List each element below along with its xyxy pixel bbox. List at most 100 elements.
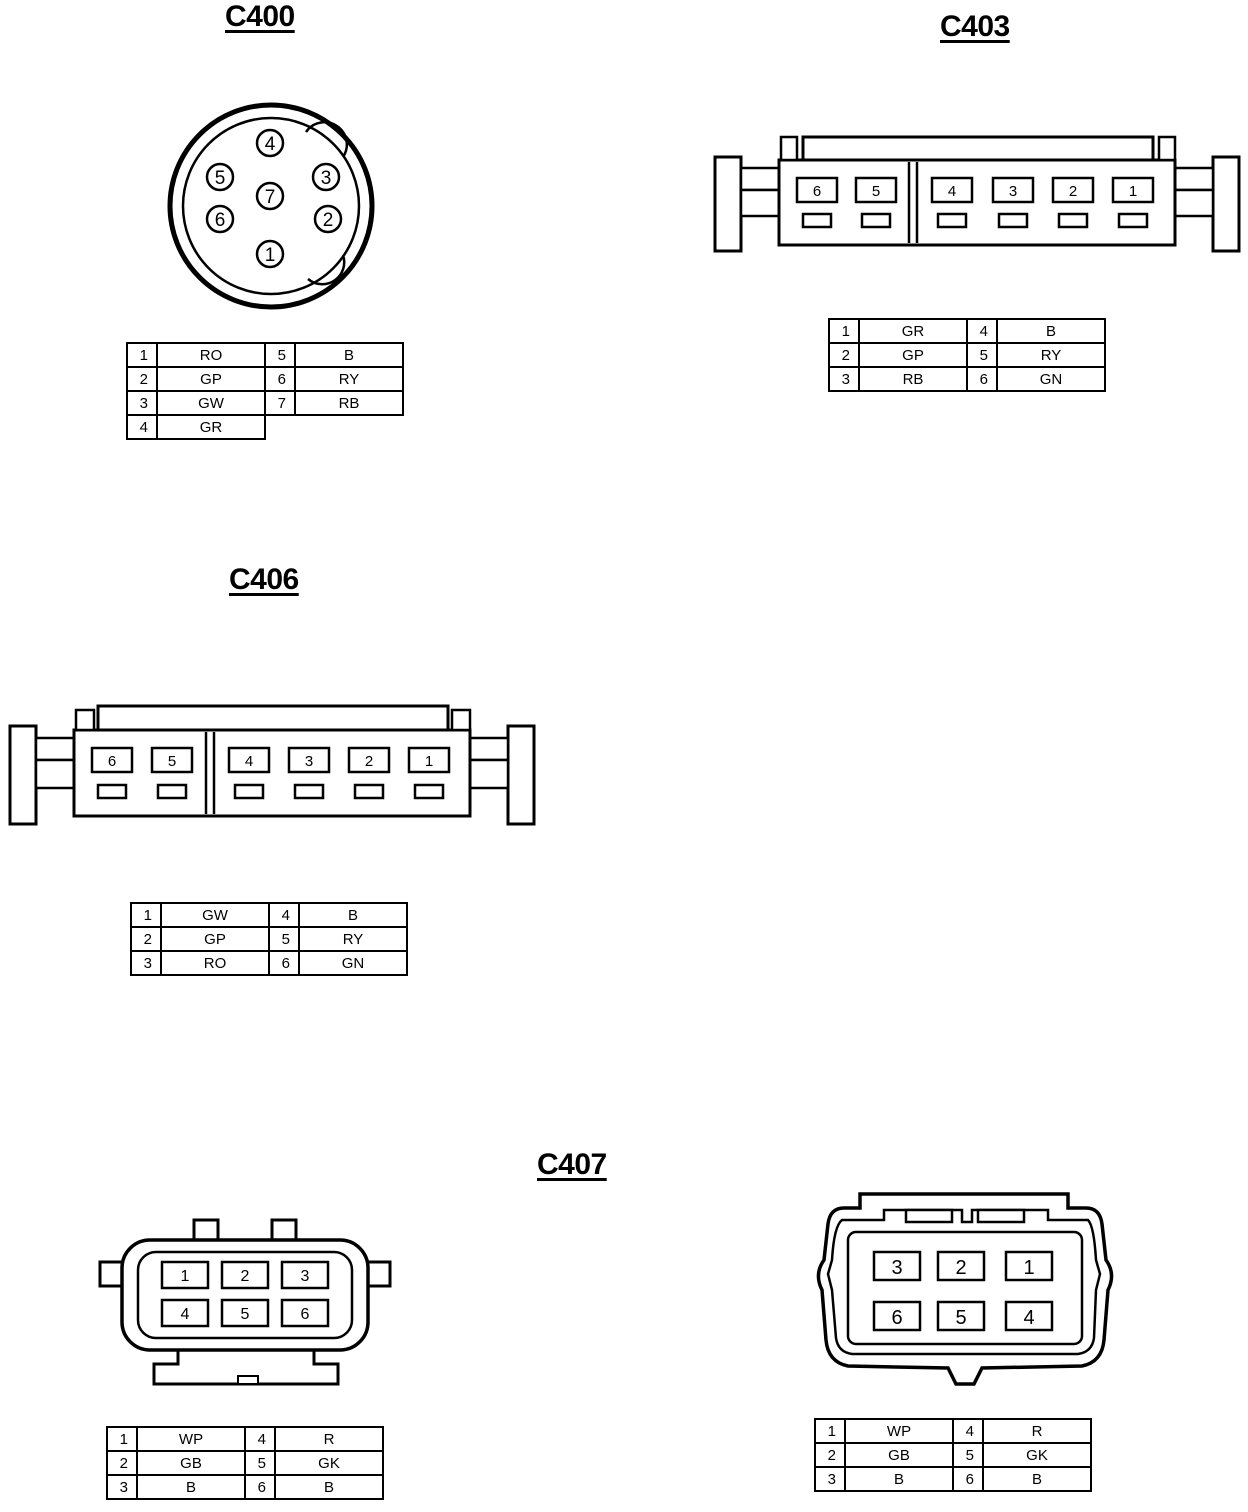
svg-text:5: 5 — [872, 183, 880, 200]
c403-pin-cavity: 2 — [1051, 176, 1095, 229]
svg-text:6: 6 — [215, 210, 226, 231]
pin-number: 2 — [130, 926, 162, 952]
c406-pin-cavity: 3 — [287, 746, 331, 800]
c406-pin-table: 1 GW 4 B 2 GP 5 RY 3 RO 6 GN — [130, 902, 408, 976]
svg-text:5: 5 — [168, 753, 176, 770]
svg-text:3: 3 — [305, 753, 313, 770]
wire-color: RO — [160, 950, 270, 976]
c400-pin-cavity: 2 — [313, 204, 343, 234]
pin-number: 3 — [106, 1474, 138, 1500]
table-row: 2 GB 5 GK — [106, 1450, 384, 1476]
pin-number: 5 — [244, 1450, 276, 1476]
pin-number: 6 — [268, 950, 300, 976]
c406-pin-cavity: 4 — [227, 746, 271, 800]
wire-color: B — [982, 1466, 1092, 1492]
c400-pin-cavity: 1 — [255, 239, 285, 269]
pin-number: 1 — [828, 318, 860, 344]
c407-left-pin-table: 1 WP 4 R 2 GB 5 GK 3 B 6 B — [106, 1426, 384, 1500]
pin-number: 2 — [814, 1442, 846, 1468]
pin-number: 4 — [966, 318, 998, 344]
svg-text:3: 3 — [321, 168, 332, 189]
wire-color: GR — [858, 318, 968, 344]
wire-color: RY — [294, 366, 404, 392]
pin-number: 7 — [264, 390, 296, 416]
svg-text:1: 1 — [181, 1268, 190, 1285]
pin-number: 4 — [126, 414, 158, 440]
pin-number: 3 — [814, 1466, 846, 1492]
pin-number: 5 — [952, 1442, 984, 1468]
pin-number: 6 — [966, 366, 998, 392]
c407-right-pin-cavity: 5 — [936, 1300, 986, 1332]
wire-color: RO — [156, 342, 266, 368]
wire-color: R — [274, 1426, 384, 1452]
svg-text:5: 5 — [955, 1307, 966, 1329]
svg-text:1: 1 — [1023, 1257, 1034, 1279]
wire-color: R — [982, 1418, 1092, 1444]
empty-cell — [265, 415, 403, 439]
svg-text:3: 3 — [1009, 183, 1017, 200]
pin-number: 1 — [814, 1418, 846, 1444]
table-row: 3 B 6 B — [814, 1466, 1092, 1492]
svg-text:6: 6 — [108, 753, 116, 770]
c407-left-pin-cavity: 6 — [280, 1298, 330, 1328]
c407-right-pin-cavity: 1 — [1004, 1250, 1054, 1282]
svg-text:6: 6 — [301, 1306, 310, 1323]
c400-pin-cavity: 7 — [255, 181, 285, 211]
pin-number: 1 — [130, 902, 162, 928]
wire-color: GN — [996, 366, 1106, 392]
c406-pin-cavity: 6 — [90, 746, 134, 800]
c400-pin-cavity: 5 — [205, 162, 235, 192]
c407-left-pin-cavity: 4 — [160, 1298, 210, 1328]
c403-pin-cavity: 5 — [854, 176, 898, 229]
wire-color: WP — [136, 1426, 246, 1452]
svg-text:6: 6 — [891, 1307, 902, 1329]
pin-number: 3 — [828, 366, 860, 392]
c407-right-connector-face: 3 2 1 6 5 4 — [816, 1192, 1114, 1386]
c403-pin-cavity: 6 — [795, 176, 839, 229]
c406-pin-cavity: 1 — [407, 746, 451, 800]
wire-color: GK — [982, 1442, 1092, 1468]
wire-color: GP — [858, 342, 968, 368]
c403-pin-cavity: 3 — [991, 176, 1035, 229]
connector-title-c407: C407 — [537, 1148, 607, 1181]
wire-color: GW — [156, 390, 266, 416]
svg-text:1: 1 — [1129, 183, 1137, 200]
table-row: 2 GP 5 RY — [130, 926, 408, 952]
wire-color: RB — [294, 390, 404, 416]
svg-text:3: 3 — [891, 1257, 902, 1279]
wire-color: GR — [156, 414, 266, 440]
wire-color: RY — [298, 926, 408, 952]
c400-key-notch-top — [304, 120, 349, 158]
table-row: 3 RB 6 GN — [828, 366, 1106, 392]
wire-color: B — [294, 342, 404, 368]
pin-number: 1 — [126, 342, 158, 368]
c407-right-pin-cavity: 2 — [936, 1250, 986, 1282]
connector-title-c400: C400 — [225, 0, 295, 33]
table-row: 4 GR — [126, 414, 403, 440]
wire-color: RB — [858, 366, 968, 392]
table-row: 1 RO 5 B — [126, 342, 404, 368]
wire-color: GK — [274, 1450, 384, 1476]
table-row: 2 GP 6 RY — [126, 366, 404, 392]
pin-number: 2 — [828, 342, 860, 368]
table-row: 1 GR 4 B — [828, 318, 1106, 344]
pin-number: 4 — [952, 1418, 984, 1444]
pin-number: 5 — [966, 342, 998, 368]
table-row: 3 B 6 B — [106, 1474, 384, 1500]
c407-left-pin-cavity: 2 — [220, 1260, 270, 1290]
svg-text:4: 4 — [181, 1306, 190, 1323]
c407-right-pin-table: 1 WP 4 R 2 GB 5 GK 3 B 6 B — [814, 1418, 1092, 1492]
c400-pin-cavity: 4 — [255, 128, 285, 158]
c400-key-notch-bottom — [307, 254, 346, 286]
svg-text:5: 5 — [241, 1306, 250, 1323]
c406-connector-face: 6 5 4 3 2 1 — [8, 704, 536, 826]
svg-text:6: 6 — [813, 183, 821, 200]
c403-connector-face: 6 5 4 3 2 1 — [713, 135, 1241, 253]
pin-number: 4 — [268, 902, 300, 928]
pin-number: 3 — [126, 390, 158, 416]
wire-color: RY — [996, 342, 1106, 368]
svg-text:2: 2 — [365, 753, 373, 770]
pin-number: 3 — [130, 950, 162, 976]
svg-text:4: 4 — [1023, 1307, 1034, 1329]
c407-right-pin-cavity: 6 — [872, 1300, 922, 1332]
